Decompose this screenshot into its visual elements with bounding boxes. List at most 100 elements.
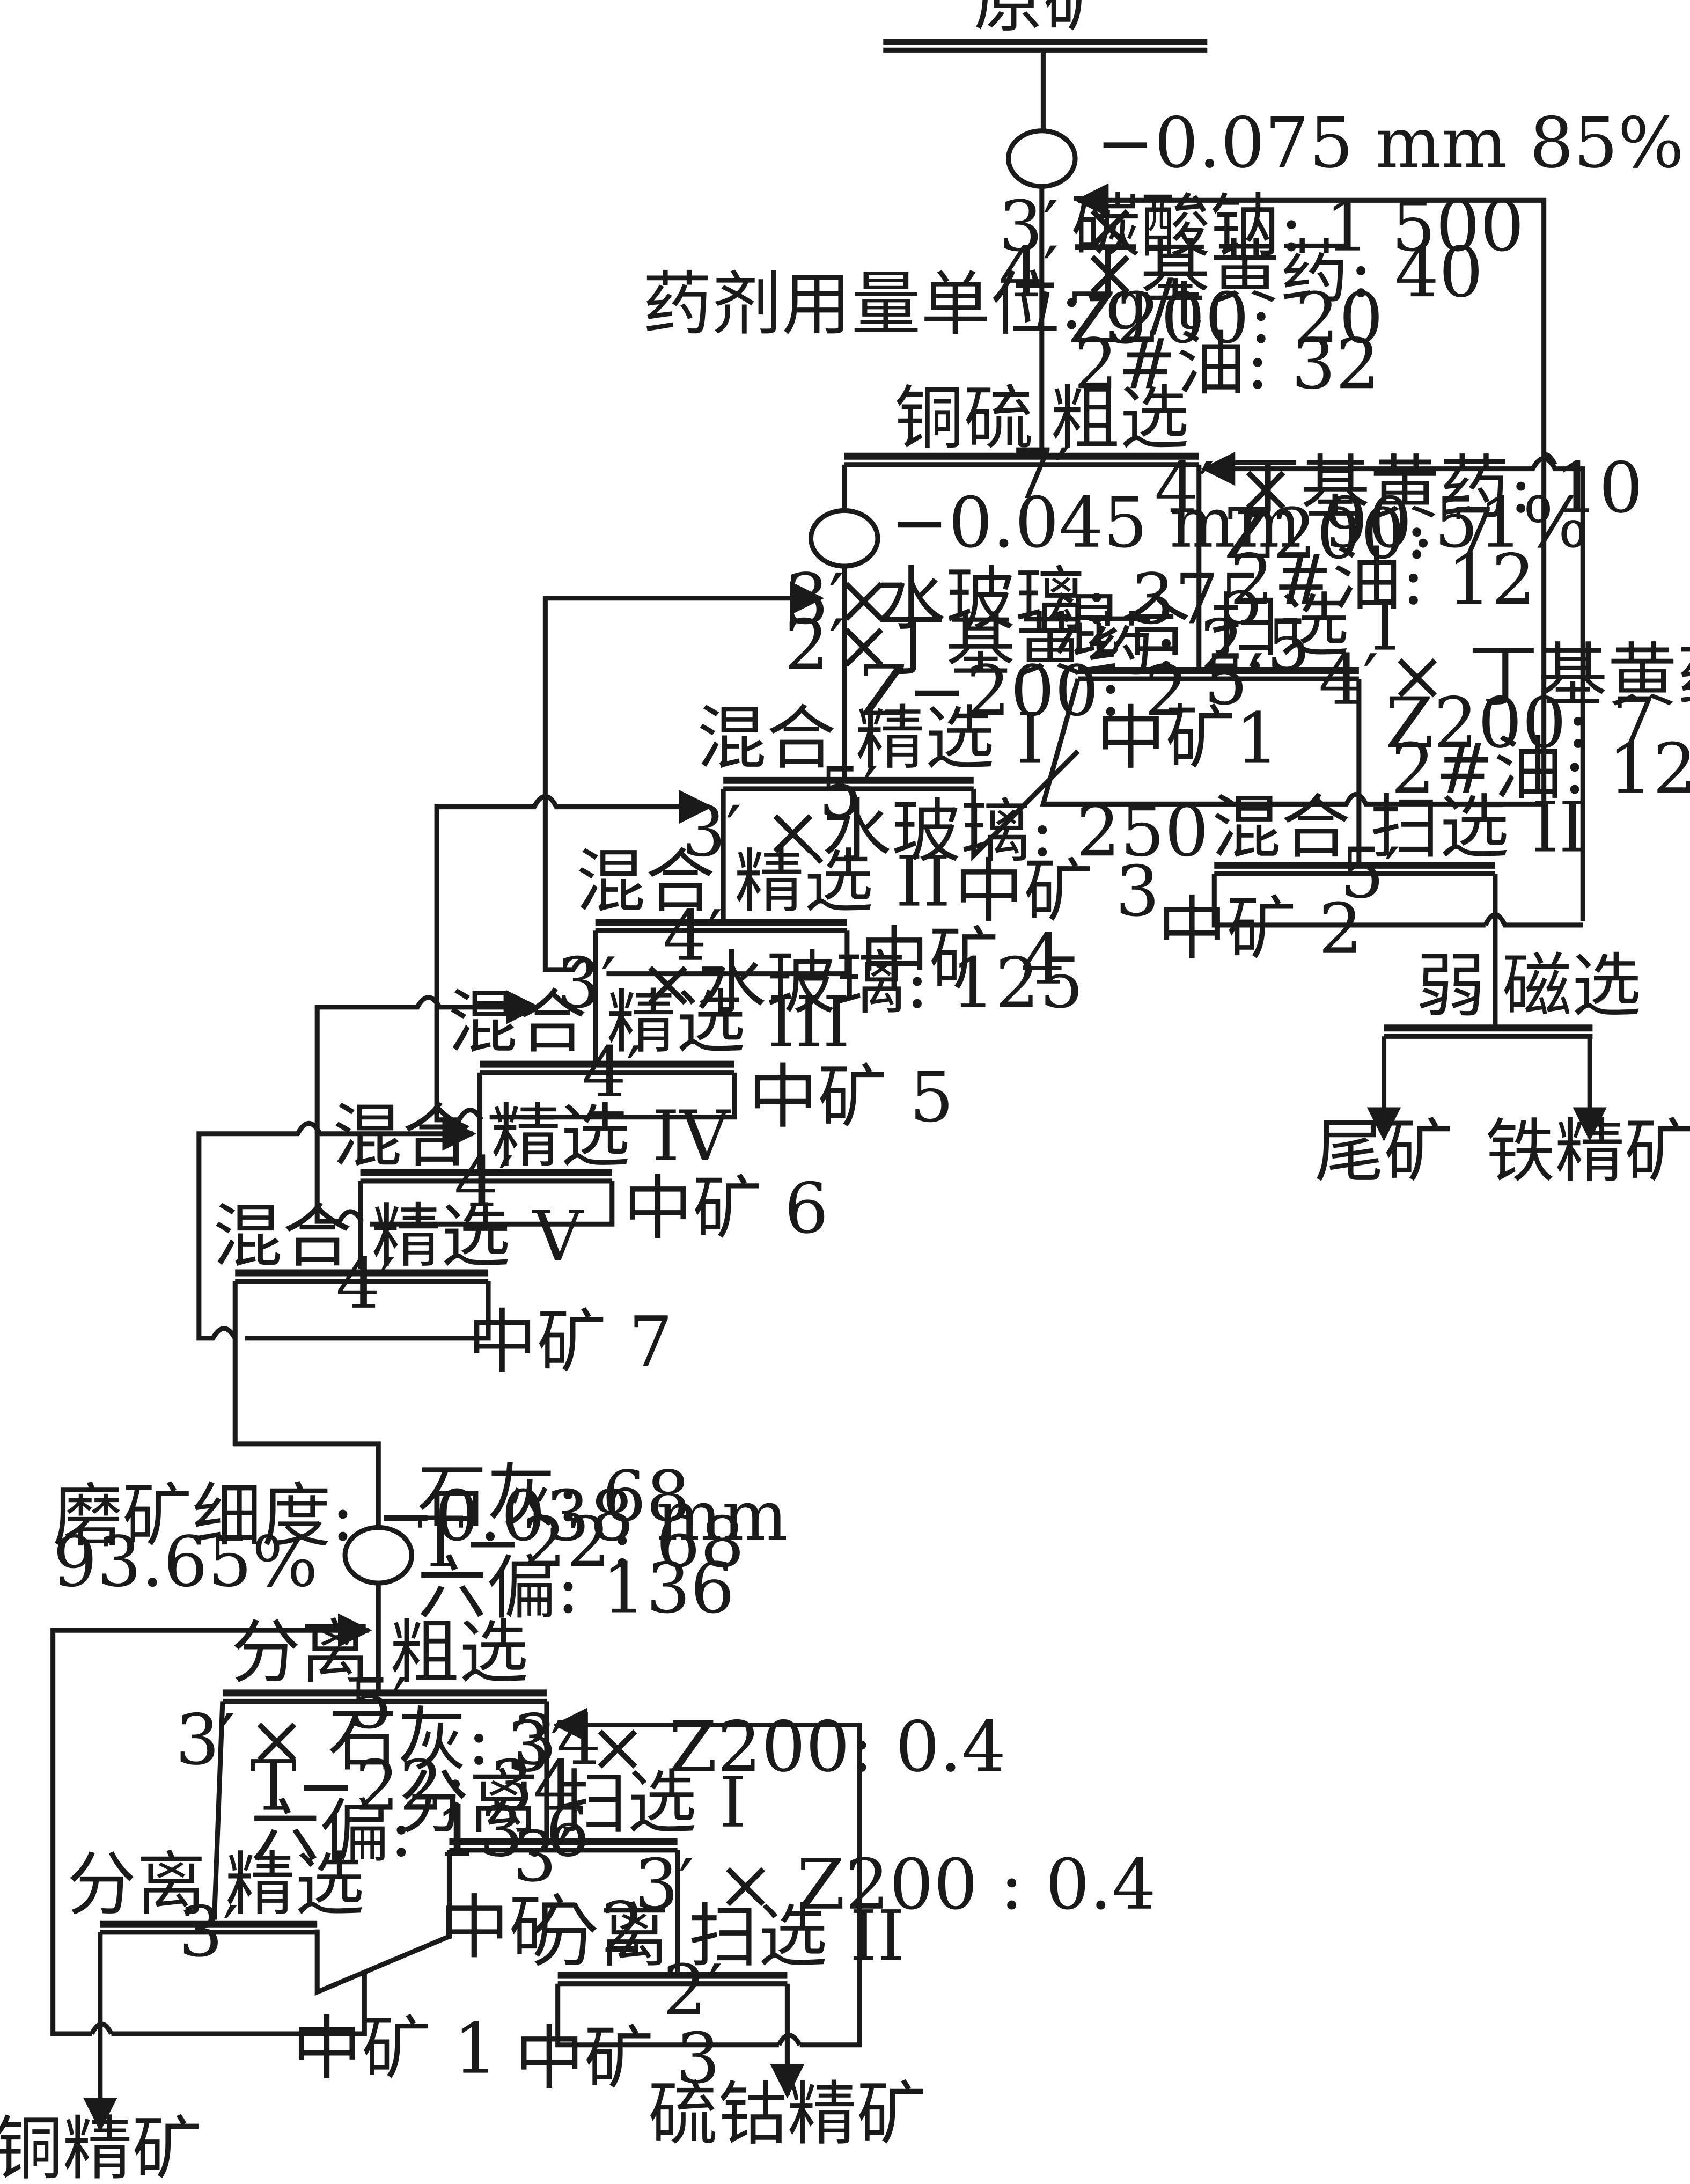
middling-4-label: 中矿 4 (859, 919, 1065, 1000)
cu-concentrate-label: 铜精矿 (0, 2108, 202, 2184)
scav2-reagent-2: Z200: 7 (1385, 683, 1656, 764)
middling-5-return (434, 789, 713, 1123)
clean2-left: 混合 (576, 841, 715, 922)
sep-clean-middling-box (111, 1971, 367, 2036)
grind-fineness-3a: 磨矿细度: −0.038 mm (53, 1476, 788, 1557)
sep-clean-reagent-time: 3′ (175, 1699, 236, 1780)
scav1-reagent-2: Z200: 7 (1224, 494, 1495, 575)
bulk-conc-line (232, 1281, 381, 1528)
clean2-middling-box (606, 930, 850, 977)
rougher-reagent-4: 2#油: 32 (1074, 324, 1379, 405)
middling-2-label: 中矿 2 (1157, 889, 1363, 970)
grinding-mill-1 (1006, 128, 1078, 189)
middling-7-return (196, 1117, 476, 1341)
scav2-reagent-1: × 丁基黄药: 10 (1388, 635, 1690, 716)
sep-rougher-left: 分离 (231, 1612, 370, 1693)
sep-clean-time: 3′ (179, 1892, 239, 1973)
clean3-left: 混合 (448, 981, 587, 1062)
clean1-reagent-3: Z−200: 2 (859, 650, 1188, 731)
clean3-right: 精选 III (606, 981, 850, 1062)
clean5-right: 精选 V (371, 1196, 584, 1277)
sep-middling-3-return (553, 1707, 862, 2048)
clean4-left: 混合 (333, 1096, 472, 1177)
sep-scav2-cell (557, 1972, 788, 1987)
middling-1-label: 中矿1 (1096, 698, 1280, 779)
clean5-cell (235, 1269, 489, 1284)
middling-3-line (971, 749, 1080, 862)
scav2-reagent-3: 2#油: 12 (1391, 729, 1690, 810)
clean4-middling-box (370, 1181, 615, 1227)
cus-rougher-time: 7′ (1010, 434, 1070, 515)
middling-6-label: 中矿 6 (623, 1168, 829, 1249)
clean5-left: 混合 (213, 1196, 352, 1277)
middling-5-label: 中矿 5 (748, 1057, 954, 1138)
cus-rougher-left: 铜硫 (894, 378, 1033, 459)
clean1-right: 精选 I (855, 698, 1044, 779)
middling-6-return (314, 990, 541, 1224)
sep-middling-1-return (50, 1613, 372, 2036)
sep-middling-3-label: 中矿 3 (515, 2018, 720, 2099)
rougher-reagent-2: 丁基黄药: 40 (1071, 232, 1483, 313)
sep-middling-1-label: 中矿 1 (292, 2009, 498, 2090)
clean4-right: 精选 IV (491, 1096, 731, 1177)
sep-scav1-right: 扫选 I (558, 1762, 747, 1843)
clean2-reagent: 3′ ×水玻璃: 250 (681, 791, 1209, 872)
sep-rougher-cell (222, 1689, 547, 1704)
clean2-time: 4′ (663, 896, 723, 977)
middling-2-return (1483, 912, 1583, 928)
sep-rougher-right: 粗选 (390, 1612, 528, 1693)
clean4-cell (360, 1169, 612, 1184)
middling-7-label: 中矿 7 (467, 1302, 673, 1383)
clean1-time: 5′ (819, 752, 879, 833)
sep-reagent-2: T−22: 68 (417, 1502, 745, 1583)
scav1-cell (1078, 667, 1359, 681)
clean5-middling-box (245, 1281, 491, 1341)
clean1-reagent-x-2: × (835, 605, 893, 686)
clean1-reagent-x-1: × (835, 559, 893, 640)
clean2-cell (595, 919, 847, 933)
sep-scav2-middling-box (555, 1983, 779, 2048)
sep-scav2-time: 2′ (663, 1950, 723, 2031)
sep-reagent-3: 六偏: 136 (417, 1548, 734, 1629)
sep-scav1-cell (449, 1838, 678, 1853)
scav2-left: 混合 (1211, 787, 1350, 868)
scav1-left: 混合 (1052, 585, 1191, 666)
sep-clean-reagent-1: × 石灰: 34 (248, 1699, 601, 1780)
clean1-cell (723, 776, 974, 791)
grind-fineness-1: −0.075 mm 85% (1096, 102, 1684, 184)
tailings-label: 尾矿 (1314, 1111, 1453, 1192)
grind-fineness-3b: 93.65% (53, 1521, 318, 1602)
middling-2-line (1211, 874, 1486, 928)
clean1-left: 混合 (697, 698, 836, 779)
rougher-reagent-3: Z200: 20 (1068, 278, 1383, 359)
sep-clean-right: 精选 (225, 1844, 364, 1925)
clean3-middling-box (489, 1072, 737, 1120)
clean3-time: 4′ (582, 1032, 642, 1113)
cus-rougher-cell (844, 452, 1199, 467)
sep-middling-2-label: 中矿 2 (439, 1887, 645, 1968)
return-to-mill1 (1074, 183, 1547, 459)
scav1-right: 扫选 I (1210, 585, 1399, 666)
scav2-time: 5′ (1340, 833, 1400, 914)
sep-clean-cell (100, 1920, 318, 1935)
sep-clean-reagent-3: 六偏: 13.6 (251, 1791, 590, 1872)
sep-scav2-reagent: 3′ × Z200 : 0.4 (634, 1844, 1156, 1925)
middling-3-label: 中矿 3 (954, 851, 1160, 932)
sep-clean-left: 分离 (67, 1844, 206, 1925)
sep-scav1-time: 3′ (512, 1816, 572, 1897)
magnetic-separator (1384, 1024, 1593, 1039)
clean3-reagent: 3′ ×水玻璃: 125 (556, 943, 1084, 1024)
clean4-time: 4′ (454, 1142, 514, 1223)
clean1-reagent-time-2: 2′ (784, 605, 844, 686)
sep-middling-2-line (314, 1850, 452, 1996)
rougher-reagent-time-2: 4′ × (998, 232, 1139, 313)
cus-rougher-right: 粗选 (1050, 378, 1189, 459)
magnetic-right: 磁选 (1502, 946, 1641, 1027)
sep-scav1-reagent: 3′ × Z200: 0.4 (506, 1706, 1006, 1787)
sep-scav2-right: 扫选 II (688, 1896, 905, 1977)
scav2-right: 扫选 II (1370, 787, 1586, 868)
grind-fineness-2: −0.045 mm 90.51% (890, 482, 1589, 563)
scav2-cell (1214, 861, 1495, 876)
scav2-reagent-time: 4′ (1319, 640, 1379, 721)
